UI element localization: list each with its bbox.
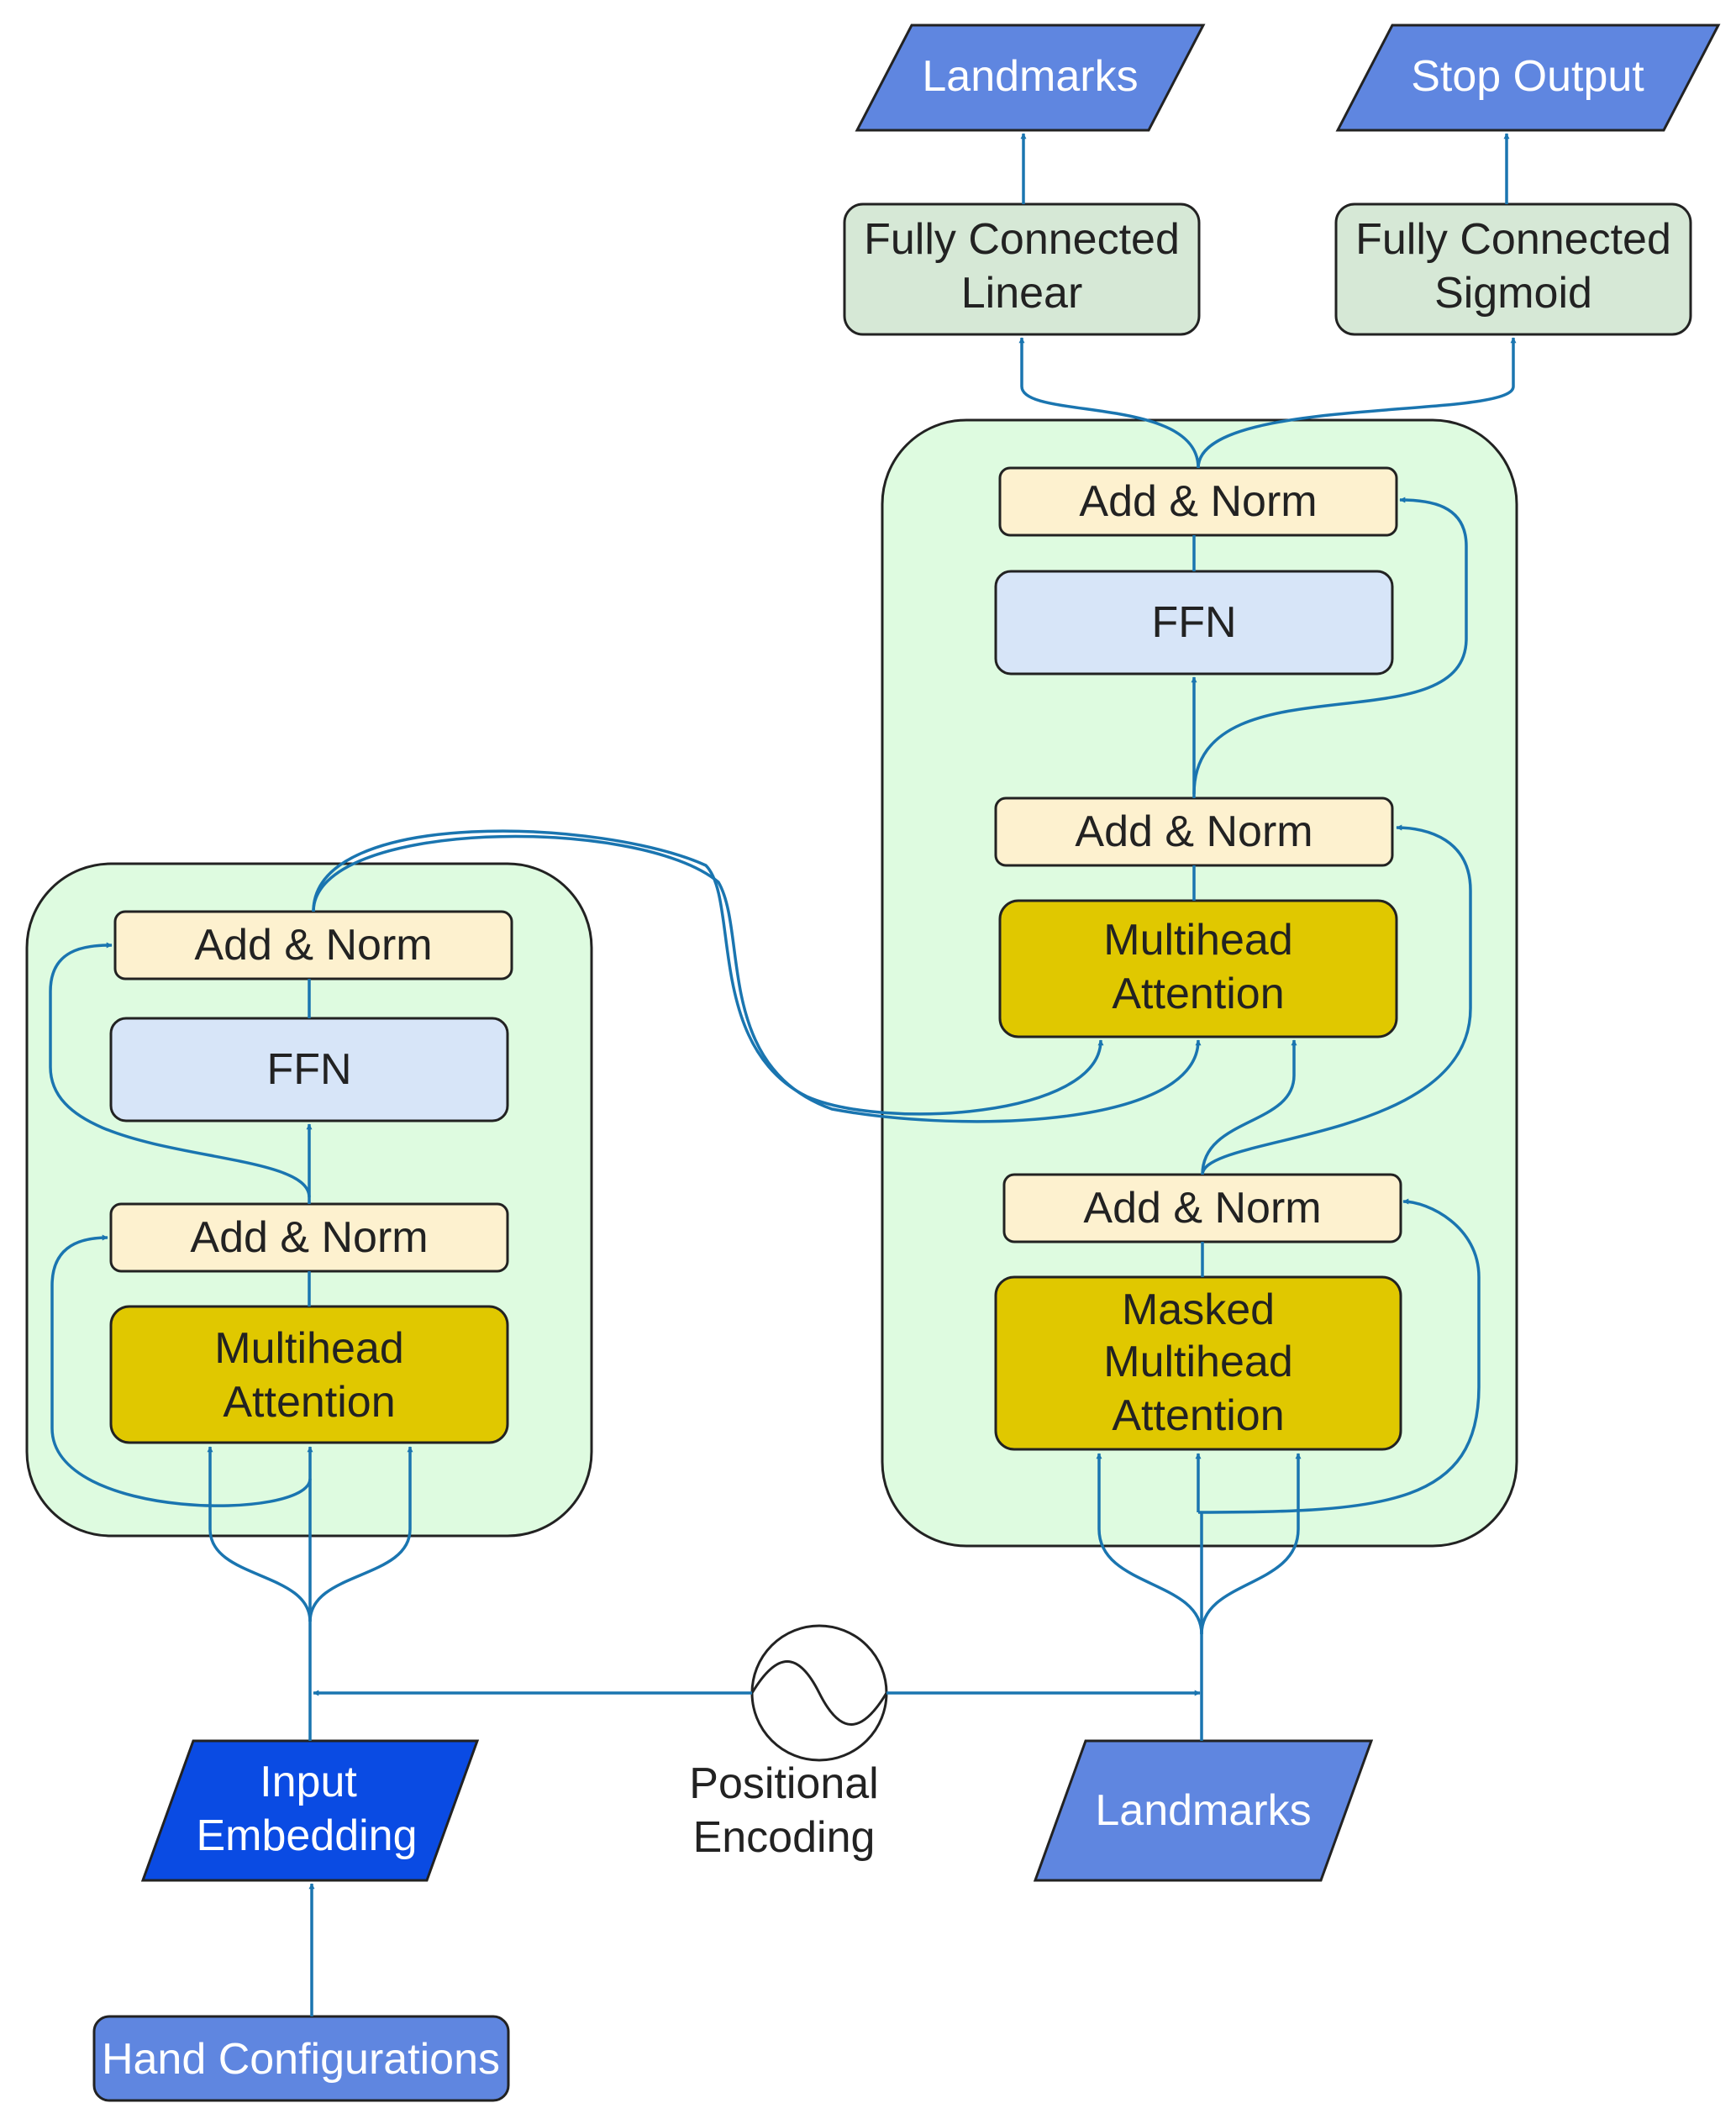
connectors [49, 133, 1517, 2016]
decoder-masked-label-3: Attention [1112, 1391, 1284, 1440]
decoder-masked-multihead-attention [994, 1275, 1402, 1451]
fc-sigmoid-box [1334, 202, 1692, 336]
positional-encoding: Positional Encoding [689, 1624, 888, 1862]
decoder-add-norm-middle-label: Add & Norm [1075, 807, 1313, 856]
input-embedding-label-2: Embedding [196, 1811, 417, 1860]
encoder-ffn-label: FFN [266, 1045, 351, 1094]
arrow-encoder-q [207, 1446, 312, 1622]
decoder-add-norm-top-label: Add & Norm [1079, 477, 1317, 526]
stop-output [1335, 24, 1721, 132]
arrow-encoder-residual-2 [49, 942, 311, 1198]
decoder-block: Add & Norm FFN Add & Norm Multihead Atte… [881, 418, 1518, 1548]
output-heads: Fully Connected Linear Fully Connected S… [843, 24, 1721, 336]
arrow-encoder-to-decoder-k [312, 829, 1104, 1116]
decoder-attention-label-1: Multihead [1103, 916, 1292, 965]
fc-linear-label-1: Fully Connected [864, 215, 1180, 264]
hand-configurations-label: Hand Configurations [102, 2035, 500, 2084]
input-embedding-label-1: Input [260, 1758, 357, 1806]
arrow-decoder-residual-3 [1192, 497, 1468, 795]
fc-linear-label-2: Linear [961, 269, 1083, 318]
arrow-decoder-addnorm-to-q [1201, 1039, 1297, 1175]
arrow-encoder-k [308, 1446, 413, 1622]
fc-sigmoid-label-2: Sigmoid [1434, 269, 1592, 318]
positional-encoding-label-1: Positional [689, 1759, 878, 1808]
positional-encoding-label-2: Encoding [693, 1813, 876, 1862]
fc-linear-box [843, 202, 1201, 336]
hand-configurations [92, 2015, 510, 2102]
decoder-multihead-attention [998, 899, 1398, 1038]
arrow-encoder-to-decoder-v [312, 834, 1202, 1123]
landmarks-output-label: Landmarks [922, 52, 1138, 101]
arrow-decoder-masked-k [1200, 1453, 1302, 1635]
decoder-masked-label-2: Multihead [1103, 1338, 1292, 1386]
encoder-attention-label-2: Attention [223, 1378, 395, 1427]
arrow-decoder-residual-1 [1197, 1198, 1481, 1514]
arrow-encoder-residual-1 [50, 1234, 312, 1507]
landmarks-output [855, 24, 1206, 132]
encoder-add-norm-top-label: Add & Norm [194, 921, 432, 970]
decoder-attention-label-2: Attention [1112, 970, 1284, 1018]
inputs: Input Embedding Hand Configurations Land… [92, 1739, 1374, 2102]
encoder-add-norm-bottom-label: Add & Norm [190, 1213, 428, 1262]
sine-wave-path [750, 1660, 888, 1726]
arrow-decoder-to-fc-sigmoid [1197, 337, 1517, 469]
decoder-add-norm-bottom-label: Add & Norm [1083, 1184, 1321, 1233]
decoder-ffn-label: FFN [1151, 598, 1236, 647]
input-embedding [140, 1739, 480, 1882]
landmarks-input [1033, 1739, 1374, 1882]
arrow-decoder-masked-q [1096, 1453, 1203, 1635]
stop-output-label: Stop Output [1411, 52, 1644, 101]
fc-sigmoid-label-1: Fully Connected [1355, 215, 1671, 264]
arrow-decoder-residual-2 [1201, 824, 1472, 1175]
encoder-attention-label-1: Multihead [214, 1324, 403, 1373]
landmarks-input-label: Landmarks [1095, 1786, 1311, 1835]
decoder-masked-label-1: Masked [1122, 1285, 1275, 1334]
arrow-decoder-to-fc-linear [1018, 337, 1200, 469]
